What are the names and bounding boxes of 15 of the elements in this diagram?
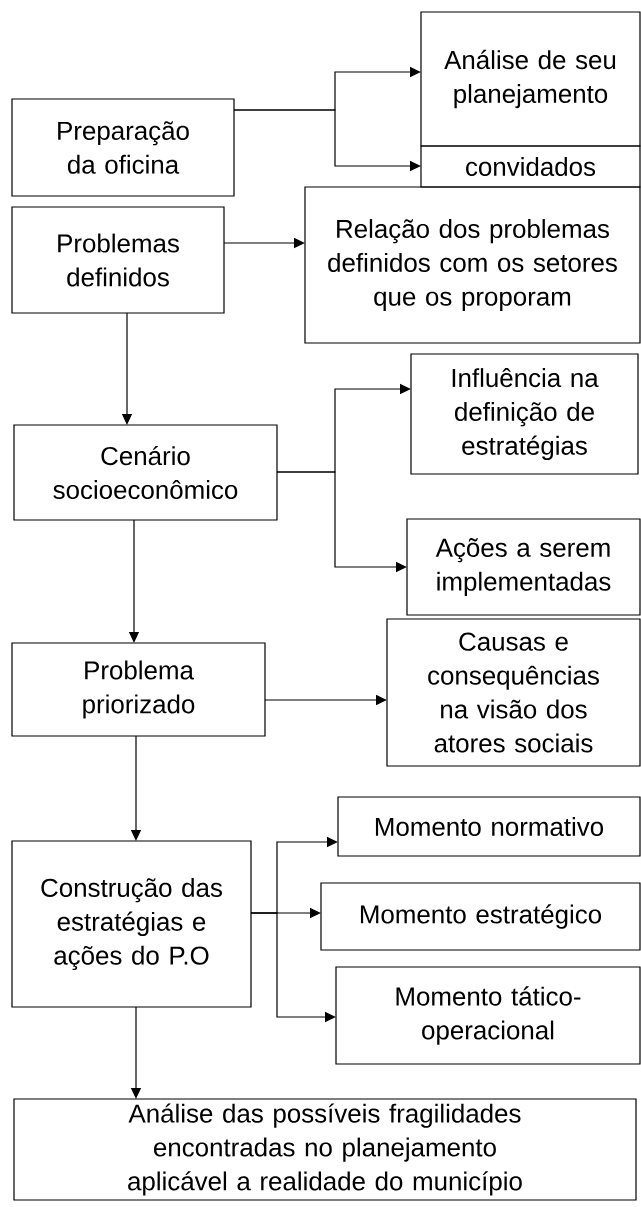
process-box: Construção das estratégias e ações do P.O <box>11 840 252 1008</box>
process-box: Relação dos problemas definidos com os setores que os proporam <box>304 186 641 344</box>
process-box: Preparação da oficina <box>11 98 235 197</box>
process-box: Causas e consequências na visão dos atores sociais <box>386 618 641 767</box>
process-box: Cenário socioeconômico <box>13 424 278 521</box>
process-box: Análise de seu planejamento <box>420 11 641 147</box>
process-box: Análise das possíveis fragilidades encontradas no planejamento aplicável a realidade do município <box>13 1098 637 1201</box>
process-box: Momento normativo <box>337 796 641 857</box>
process-box: convidados <box>420 145 641 188</box>
process-box: Influência na definição de estratégias <box>410 353 639 475</box>
process-box: Momento estratégico <box>320 882 641 951</box>
process-box: Ações a serem implementadas <box>406 518 641 616</box>
process-box: Problemas definidos <box>11 206 225 314</box>
process-box: Problema priorizado <box>11 642 266 737</box>
process-box: Momento tático-operacional <box>335 966 641 1065</box>
